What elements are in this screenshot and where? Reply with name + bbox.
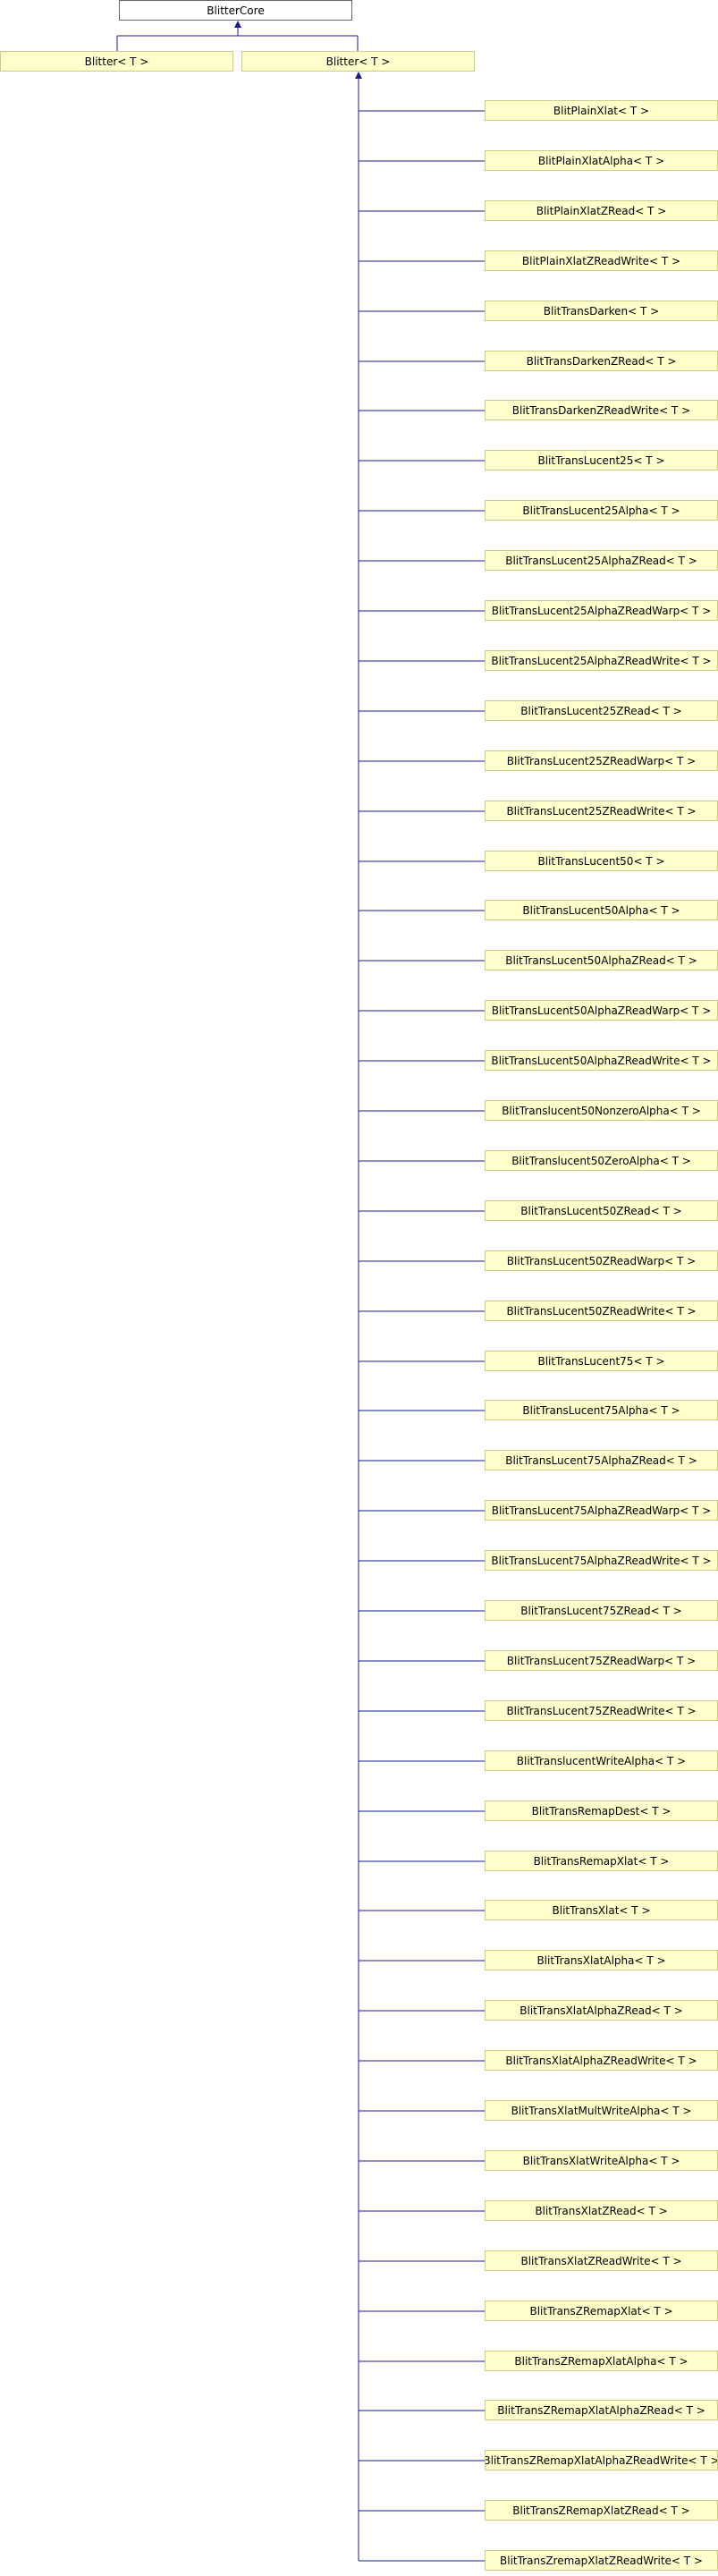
node-derived-class[interactable]: BlitTransLucent75Alpha< T > (485, 1400, 718, 1420)
node-derived-class[interactable]: BlitTransXlat< T > (485, 1900, 718, 1920)
node-derived-class[interactable]: BlitTransXlatWriteAlpha< T > (485, 2150, 718, 2171)
node-derived-class[interactable]: BlitTransLucent75AlphaZReadWarp< T > (485, 1500, 718, 1521)
node-derived-class[interactable]: BlitTransZremapXlatZReadWrite< T > (485, 2550, 718, 2571)
node-derived-class[interactable]: BlitTransLucent25AlphaZReadWarp< T > (485, 600, 718, 621)
node-derived-class[interactable]: BlitTransRemapXlat< T > (485, 1851, 718, 1871)
node-derived-class[interactable]: BlitTransLucent25AlphaZReadWrite< T > (485, 650, 718, 671)
node-derived-class[interactable]: BlitTransZRemapXlatAlpha< T > (485, 2351, 718, 2371)
node-derived-class[interactable]: BlitTransZRemapXlatAlphaZRead< T > (485, 2400, 718, 2420)
node-derived-class[interactable]: BlitTransLucent75AlphaZRead< T > (485, 1450, 718, 1470)
node-derived-class[interactable]: BlitTransXlatAlphaZReadWrite< T > (485, 2050, 718, 2071)
node-derived-class[interactable]: BlitPlainXlatZReadWrite< T > (485, 250, 718, 271)
node-derived-class[interactable]: BlitTransLucent50AlphaZRead< T > (485, 950, 718, 970)
node-derived-class[interactable]: BlitTransDarkenZReadWrite< T > (485, 400, 718, 420)
node-derived-class[interactable]: BlitTransLucent50AlphaZReadWarp< T > (485, 1000, 718, 1021)
node-derived-class[interactable]: BlitPlainXlat< T > (485, 100, 718, 121)
node-derived-class[interactable]: BlitTransLucent75ZReadWarp< T > (485, 1650, 718, 1671)
node-derived-class[interactable]: BlitTransLucent50< T > (485, 851, 718, 871)
node-derived-class[interactable]: BlitTransLucent25AlphaZRead< T > (485, 550, 718, 571)
node-derived-class[interactable]: BlitTransLucent50ZRead< T > (485, 1200, 718, 1221)
edge-arrow-root (234, 21, 241, 28)
edge-arrow-blitter (355, 72, 362, 79)
node-derived-class[interactable]: BlitTransXlatZRead< T > (485, 2200, 718, 2221)
node-derived-class[interactable]: BlitTransZRemapXlatZRead< T > (485, 2500, 718, 2521)
node-derived-class[interactable]: BlitTransLucent25ZReadWrite< T > (485, 801, 718, 821)
node-derived-class[interactable]: BlitTransDarkenZRead< T > (485, 351, 718, 371)
node-derived-class[interactable]: BlitTransXlatAlphaZRead< T > (485, 2000, 718, 2021)
node-blitter-left[interactable]: Blitter< T > (0, 51, 233, 72)
node-blittercore[interactable]: BlitterCore (119, 0, 352, 21)
node-derived-class[interactable]: BlitTransLucent25< T > (485, 450, 718, 470)
node-derived-class[interactable]: BlitTransXlatZReadWrite< T > (485, 2250, 718, 2271)
node-derived-class[interactable]: BlitTransXlatAlpha< T > (485, 1950, 718, 1970)
node-derived-class[interactable]: BlitTranslucent50NonzeroAlpha< T > (485, 1100, 718, 1121)
node-derived-class[interactable]: BlitTransLucent50AlphaZReadWrite< T > (485, 1050, 718, 1071)
node-derived-class[interactable]: BlitTransRemapDest< T > (485, 1801, 718, 1821)
node-derived-class[interactable]: BlitTranslucent50ZeroAlpha< T > (485, 1150, 718, 1171)
node-derived-class[interactable]: BlitTransLucent50Alpha< T > (485, 900, 718, 920)
node-derived-class[interactable]: BlitTransXlatMultWriteAlpha< T > (485, 2100, 718, 2121)
node-derived-class[interactable]: BlitTransLucent25ZReadWarp< T > (485, 750, 718, 771)
node-derived-class[interactable]: BlitTransZRemapXlatAlphaZReadWrite< T > (485, 2450, 718, 2470)
node-derived-class[interactable]: BlitTransLucent25Alpha< T > (485, 500, 718, 521)
node-derived-class[interactable]: BlitTransLucent25ZRead< T > (485, 700, 718, 721)
node-derived-class[interactable]: BlitTransLucent75AlphaZReadWrite< T > (485, 1550, 718, 1571)
node-derived-class[interactable]: BlitTransLucent75ZRead< T > (485, 1600, 718, 1621)
node-derived-class[interactable]: BlitTransLucent50ZReadWarp< T > (485, 1250, 718, 1271)
node-derived-class[interactable]: BlitTranslucentWriteAlpha< T > (485, 1750, 718, 1771)
node-derived-class[interactable]: BlitPlainXlatZRead< T > (485, 200, 718, 221)
node-derived-class[interactable]: BlitPlainXlatAlpha< T > (485, 150, 718, 171)
node-derived-class[interactable]: BlitTransLucent50ZReadWrite< T > (485, 1301, 718, 1321)
node-derived-class[interactable]: BlitTransDarken< T > (485, 301, 718, 321)
node-derived-class[interactable]: BlitTransLucent75< T > (485, 1351, 718, 1371)
node-derived-class[interactable]: BlitTransLucent75ZReadWrite< T > (485, 1700, 718, 1721)
node-derived-class[interactable]: BlitTransZRemapXlat< T > (485, 2301, 718, 2321)
node-blitter-right[interactable]: Blitter< T > (241, 51, 475, 72)
